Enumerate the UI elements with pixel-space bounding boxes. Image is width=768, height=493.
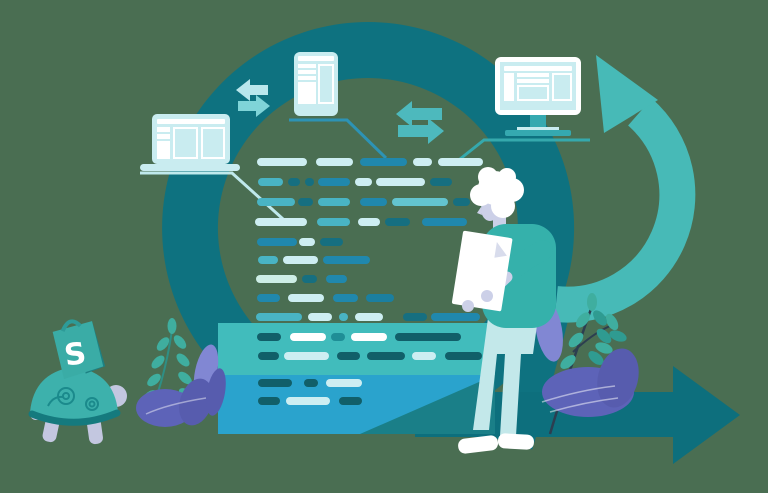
code-token: [257, 294, 280, 302]
code-token: [392, 198, 448, 206]
person-hand: [481, 290, 493, 302]
code-token: [438, 158, 483, 166]
sync-arrow-left-icon: [236, 79, 268, 101]
laptop-screen-topbar: [157, 119, 225, 124]
code-token: [413, 158, 432, 166]
code-token: [318, 198, 350, 206]
code-token: [288, 294, 324, 302]
plant-right: [535, 293, 639, 435]
monitor-frame: [495, 57, 581, 115]
code-token: [305, 178, 314, 186]
monitor-base: [505, 130, 571, 136]
shopify-turtle-mascot: S: [28, 319, 127, 445]
code-token: [333, 294, 358, 302]
code-token: [323, 256, 370, 264]
code-token: [431, 313, 480, 321]
code-panel-fold: [360, 375, 495, 434]
turtle-shell: [30, 367, 118, 421]
sync-arrow-left-icon: [396, 101, 442, 127]
shopify-bag-icon: S: [52, 319, 106, 380]
code-token: [298, 198, 313, 206]
turtle-body: [30, 385, 127, 445]
code-token: [257, 198, 295, 206]
tablet-icon: [294, 52, 338, 116]
monitor-icon: [495, 57, 581, 139]
code-token: [256, 313, 302, 321]
code-line: [256, 313, 480, 321]
monitor-connector-line: [454, 138, 590, 165]
person-hair: [470, 167, 524, 218]
code-token: [308, 313, 332, 321]
code-token: [385, 218, 410, 226]
fern-leaves: [142, 318, 194, 402]
code-token: [422, 218, 467, 226]
code-panel-header: [218, 323, 495, 375]
person-torso: [482, 224, 556, 328]
laptop-connector-line: [140, 171, 285, 221]
loop-ring-tail: [495, 301, 571, 450]
code-token: [255, 218, 307, 226]
code-token: [299, 238, 315, 246]
monitor-screen: [500, 62, 576, 110]
person-forearm: [483, 271, 513, 300]
code-token: [257, 238, 297, 246]
code-token: [326, 275, 347, 283]
code-line: [255, 218, 467, 226]
plant-left: [136, 318, 219, 427]
code-token: [430, 178, 452, 186]
code-panel-body: [218, 375, 495, 434]
person-shoes: [458, 433, 534, 454]
code-token: [317, 218, 350, 226]
shell-swirls: [47, 387, 99, 411]
code-token: [288, 178, 300, 186]
laptop-screen: [152, 114, 230, 164]
refresh-arrow-head-icon: [596, 55, 658, 133]
code-panel: [218, 323, 495, 434]
code-token: [453, 198, 470, 206]
code-line: [257, 238, 343, 246]
fern-leaves-dark: [580, 310, 627, 387]
person-sleeve: [492, 240, 553, 288]
code-token: [258, 256, 278, 264]
laptop-base: [140, 164, 240, 171]
code-line: [256, 275, 347, 283]
shopify-logo-letter: S: [62, 336, 88, 374]
code-token: [366, 294, 394, 302]
code-token: [318, 178, 350, 186]
code-line: [258, 256, 370, 264]
code-token: [257, 158, 307, 166]
code-token: [302, 275, 317, 283]
laptop-icon: [140, 114, 240, 172]
turtle-shell-rim: [28, 409, 121, 426]
code-line: [257, 198, 470, 206]
code-token: [376, 178, 425, 186]
sync-arrow-right-icon: [238, 95, 270, 117]
person-neck: [493, 216, 506, 229]
tablet-connector-line: [289, 118, 388, 160]
code-token: [339, 313, 348, 321]
code-token: [316, 158, 353, 166]
code-token: [355, 313, 383, 321]
monitor-stand: [530, 115, 546, 130]
code-token: [403, 313, 427, 321]
code-token: [360, 158, 407, 166]
clipboard: [451, 230, 513, 312]
code-token: [355, 178, 372, 186]
person-face: [481, 197, 499, 221]
code-line: [257, 158, 483, 166]
refresh-arrow-curve: [554, 98, 696, 323]
code-token: [320, 238, 343, 246]
code-line: [258, 178, 452, 186]
fern-leaves: [554, 293, 619, 391]
code-token: [358, 218, 380, 226]
code-token: [258, 178, 283, 186]
code-token: [283, 256, 318, 264]
tablet-screen-topbar: [298, 56, 334, 61]
sync-arrow-right-icon: [398, 118, 444, 144]
code-line: [257, 294, 394, 302]
code-token: [360, 198, 387, 206]
code-token: [256, 275, 297, 283]
person-hand: [462, 300, 474, 312]
